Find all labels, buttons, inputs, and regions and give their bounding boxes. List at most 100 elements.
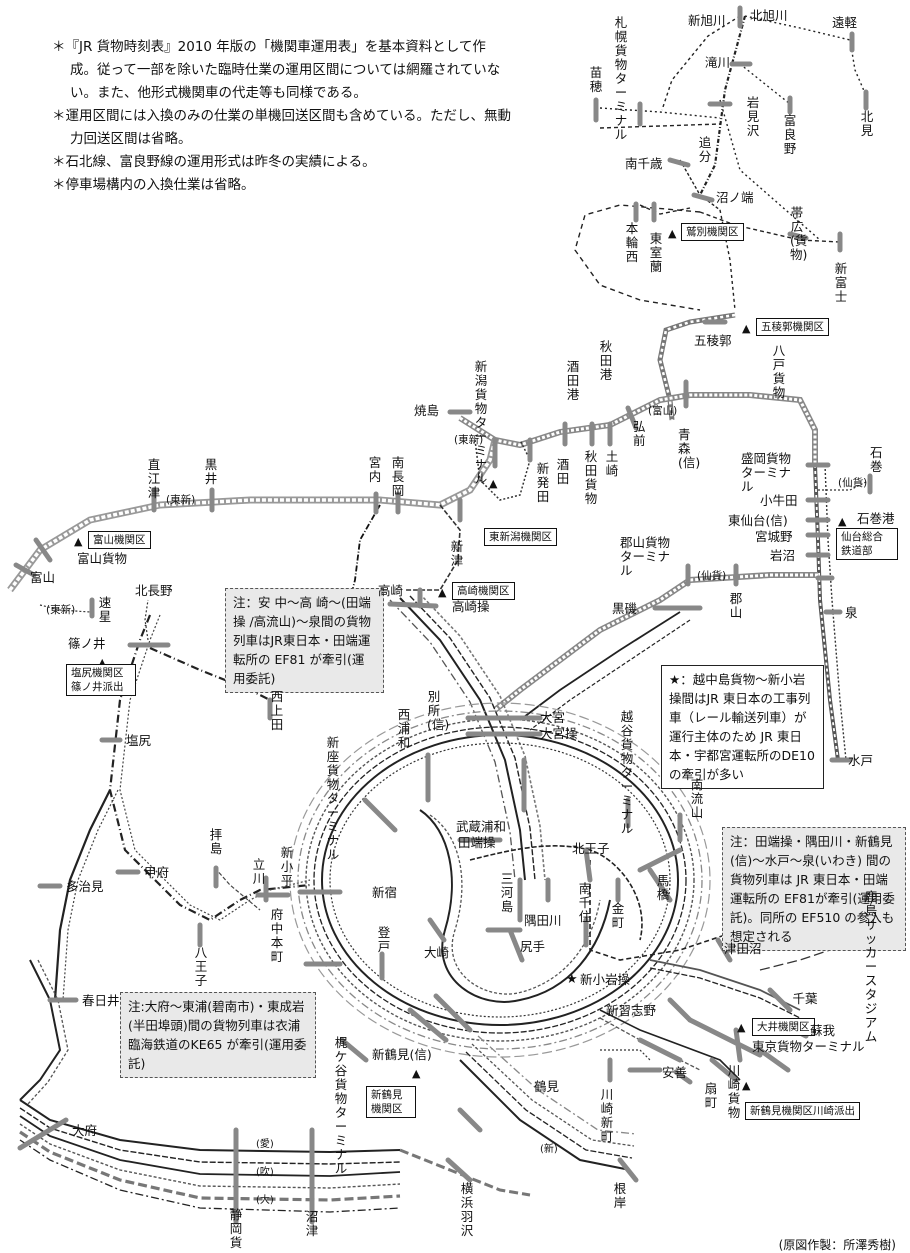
- station-label: 新鶴見(信): [372, 1047, 432, 1062]
- station-label: 大宮操: [540, 726, 578, 741]
- notes: ＊『JR 貨物時刻表』2010 年版の「機関車運用表」を基本資料として作成。従っ…: [52, 36, 512, 197]
- station-label: 遠軽: [832, 15, 858, 30]
- station-label: 高崎操: [452, 599, 490, 614]
- station-label: 春日井: [82, 993, 120, 1008]
- line-label: (東新): [46, 604, 76, 616]
- station-label: 苗穂: [589, 65, 603, 94]
- depot-marker-icon: ▲: [838, 515, 847, 528]
- depot-marker-icon: ▲: [668, 227, 677, 240]
- depot-marker-icon: ▲: [737, 1021, 746, 1034]
- station-label: 郡山貨物ターミナル: [620, 535, 671, 578]
- line-label: (仙貨): [697, 570, 727, 582]
- note-3: ＊石北線、富良野線の運用形式は昨冬の実績による。: [52, 154, 376, 170]
- station-label: 隅田川: [524, 913, 562, 928]
- line-label: (東新): [454, 434, 484, 446]
- station-label: 府中本町: [270, 907, 284, 964]
- station-label: 宮城野: [755, 529, 793, 544]
- station-label: 本輪西: [625, 221, 639, 264]
- station-label: 泉: [845, 605, 858, 620]
- station-label: 三河島: [500, 871, 514, 914]
- station-label: 南流山: [690, 777, 704, 820]
- obu-note-box: 注:大府～東浦(碧南市)・東成岩(半田埠頭)間の貨物列車は衣浦臨海鉄道のKE65…: [120, 992, 316, 1078]
- station-label: 津田沼: [724, 941, 762, 956]
- station-label: 宮内: [368, 455, 382, 484]
- station-label: 八王子: [194, 945, 208, 988]
- line-label: (吹): [256, 1167, 274, 1178]
- station-label: 千葉: [792, 991, 818, 1006]
- depot-marker-icon: ▲: [74, 535, 83, 548]
- line-label: (大): [256, 1195, 274, 1206]
- station-label: 鹿島サッカースタジアム: [864, 889, 878, 1044]
- depot-marker-icon: ▲: [489, 477, 498, 490]
- station-label: 岩沼: [770, 548, 796, 563]
- station-label: 西浦和: [397, 707, 411, 750]
- station-label: 札幌貨物ターミナル: [614, 15, 628, 142]
- station-label: 南長岡: [391, 455, 405, 498]
- depot-marker-icon: ▲: [742, 322, 751, 335]
- map-credit: (原図作製：所澤秀樹): [778, 1238, 896, 1252]
- depot-sendai: 仙台総合鉄道部: [836, 528, 898, 560]
- station-label: 塩尻: [126, 733, 152, 748]
- line-label: (仙貨): [838, 477, 868, 489]
- station-label: 速星: [98, 595, 112, 624]
- station-label: 馬橋: [656, 873, 670, 902]
- station-label: 新習志野: [606, 1003, 657, 1018]
- station-label: 新旭川: [688, 13, 726, 28]
- station-label: 大宮: [540, 710, 566, 725]
- station-label: 青森(信): [678, 427, 701, 470]
- station-label: 八戸貨物: [772, 343, 786, 400]
- depot-marker-icon: ▲: [438, 586, 447, 599]
- line-label: (新): [540, 1144, 558, 1155]
- depot-marker-icon: ▲: [412, 1067, 421, 1080]
- note-4: ＊停車場構内の入換仕業は省略。: [52, 177, 255, 193]
- depot-shintsurumi: 新鶴見機関区: [366, 1086, 416, 1118]
- koshinaka-note-box: ★：越中島貨物～新小岩操間はJR 東日本の工事列車（レール輸送列車）が運行主体の…: [661, 665, 824, 789]
- station-label: 弘前: [633, 419, 646, 448]
- station-label: 追分: [698, 135, 712, 164]
- station-label: 川崎新町: [600, 1087, 614, 1144]
- takasaki-note-box: 注：安 中～高 崎～(田端操 /高流山)～泉間の貨物列車はJR東日本・田端運転所…: [225, 588, 384, 693]
- tohoku-routes: [458, 392, 871, 761]
- station-label: 酒田: [556, 457, 570, 486]
- station-label: 新座貨物ターミナル: [326, 735, 340, 862]
- depot-goryokaku: 五稜郭機関区: [756, 318, 829, 336]
- station-label: 安善: [662, 1065, 688, 1080]
- station-label: 新津: [450, 539, 464, 568]
- depot-toyama: 富山機関区: [88, 531, 151, 549]
- station-label: 北旭川: [750, 8, 788, 23]
- station-label: 越谷貨物ターミナル: [620, 709, 634, 836]
- depot-shiojiri: 塩尻機関区篠ノ井派出: [66, 664, 136, 696]
- station-label: 鶴見: [534, 1079, 560, 1094]
- station-label: 武蔵浦和: [456, 819, 507, 834]
- depot-marker-icon: ▲: [98, 656, 107, 669]
- station-label: 富山貨物: [77, 551, 128, 566]
- station-label: 扇町: [704, 1081, 718, 1110]
- station-label: 帯広(貨物): [790, 205, 808, 262]
- star-marker-icon: ★: [566, 972, 578, 987]
- station-label: 新小平: [280, 845, 294, 888]
- station-label: 東仙台(信): [728, 513, 788, 528]
- station-label: 南千住: [578, 881, 592, 924]
- station-label: 直江津: [147, 457, 161, 500]
- station-label: 根岸: [613, 1181, 627, 1210]
- station-label: 石巻港: [857, 511, 895, 526]
- goryokaku-loop: [657, 312, 736, 421]
- station-label: 酒田港: [566, 359, 580, 402]
- depot-oi: 大井機関区: [752, 1018, 815, 1036]
- station-label: 新宿: [372, 885, 398, 900]
- station-label: 大府: [72, 1123, 98, 1138]
- station-label: 北王子: [572, 841, 610, 856]
- station-label: 田端操: [458, 835, 496, 850]
- station-label: 沼ノ端: [716, 190, 754, 205]
- station-label: 水戸: [848, 753, 874, 768]
- station-markers: [13, 5, 873, 1225]
- station-label: 梶ケ谷貨物ターミナル: [334, 1035, 348, 1176]
- station-label: 土崎: [605, 449, 619, 478]
- tabata-note-box: 注：田端操・隅田川・新鶴見(信)～水戸～泉(いわき) 間の貨物列車は JR 東日…: [722, 827, 906, 951]
- station-label: 新小岩操: [580, 972, 631, 987]
- station-label: 大崎: [424, 945, 450, 960]
- station-label: 富良野: [783, 113, 797, 156]
- station-label: 新富士: [834, 261, 848, 304]
- station-label: 新潟貨物ターミナル: [474, 359, 488, 486]
- station-label: 黒磯: [612, 601, 638, 616]
